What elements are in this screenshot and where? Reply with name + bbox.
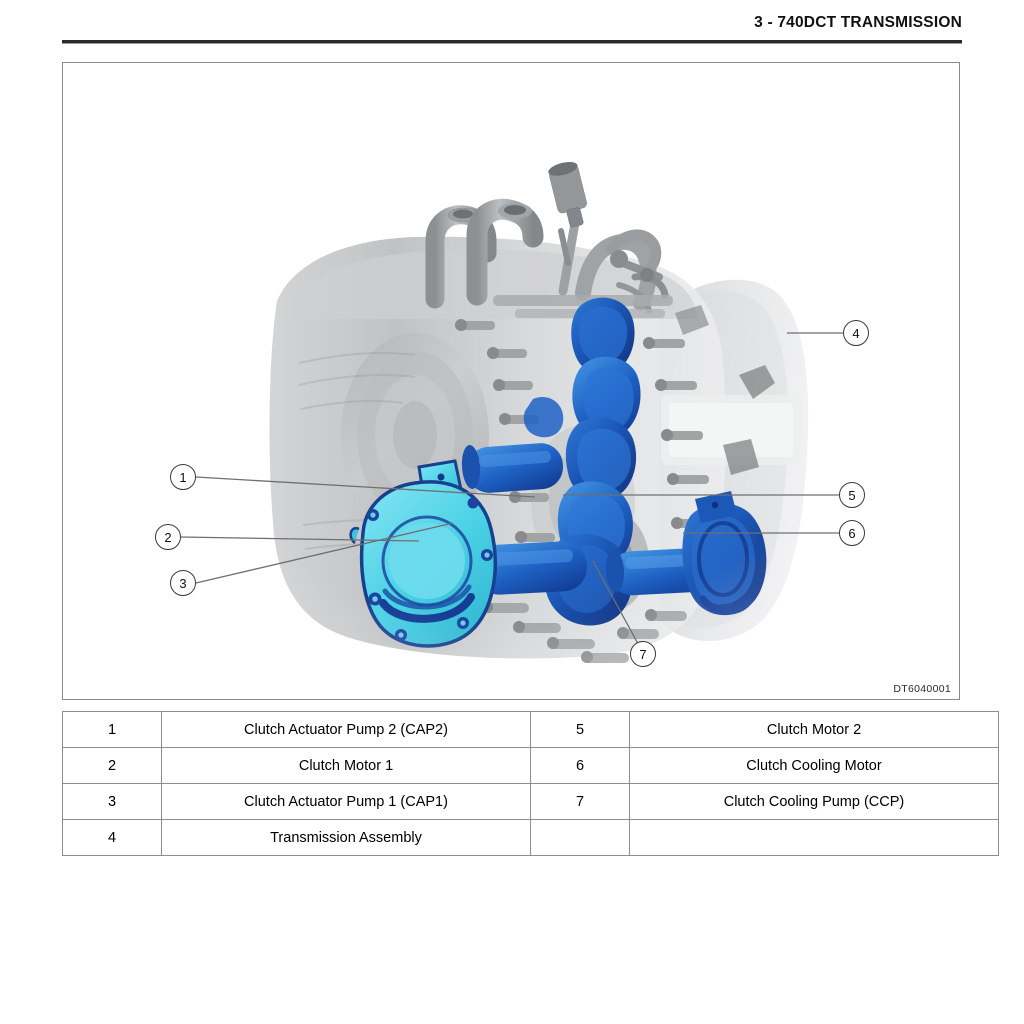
part-description-cell: Clutch Actuator Pump 1 (CAP1) xyxy=(161,783,531,820)
table-row: 3 Clutch Actuator Pump 1 (CAP1) 7 Clutch… xyxy=(62,783,999,820)
part-description-cell: Clutch Actuator Pump 2 (CAP2) xyxy=(161,711,531,748)
part-number-cell: 2 xyxy=(62,747,162,784)
part-number-cell: 6 xyxy=(530,747,630,784)
table-row: 1 Clutch Actuator Pump 2 (CAP2) 5 Clutch… xyxy=(62,711,999,748)
callout-marker-4: 4 xyxy=(843,320,869,346)
callout-marker-2: 2 xyxy=(155,524,181,550)
part-description-cell: Clutch Cooling Pump (CCP) xyxy=(629,783,999,820)
transmission-exploded-view-graphic xyxy=(63,63,959,699)
part-description-cell: Clutch Cooling Motor xyxy=(629,747,999,784)
page-title: 3 - 740DCT TRANSMISSION xyxy=(754,14,962,31)
part-description-cell: Clutch Motor 1 xyxy=(161,747,531,784)
part-description-cell: Transmission Assembly xyxy=(161,819,531,856)
figure-reference-code: DT6040001 xyxy=(893,683,951,695)
callout-marker-6: 6 xyxy=(839,520,865,546)
callout-marker-1: 1 xyxy=(170,464,196,490)
part-description-cell-empty xyxy=(629,819,999,856)
part-description-cell: Clutch Motor 2 xyxy=(629,711,999,748)
part-number-cell: 5 xyxy=(530,711,630,748)
part-number-cell: 3 xyxy=(62,783,162,820)
header-divider-rule xyxy=(62,40,962,44)
table-row: 2 Clutch Motor 1 6 Clutch Cooling Motor xyxy=(62,747,999,784)
page-header: 3 - 740DCT TRANSMISSION xyxy=(62,14,962,44)
part-number-cell: 1 xyxy=(62,711,162,748)
transmission-illustration: 1 2 3 4 5 6 7 xyxy=(63,63,959,699)
table-row: 4 Transmission Assembly xyxy=(62,819,999,856)
part-number-cell-empty xyxy=(530,819,630,856)
parts-legend-table: 1 Clutch Actuator Pump 2 (CAP2) 5 Clutch… xyxy=(62,711,999,856)
part-number-cell: 7 xyxy=(530,783,630,820)
callout-marker-5: 5 xyxy=(839,482,865,508)
callout-marker-3: 3 xyxy=(170,570,196,596)
callout-marker-7: 7 xyxy=(630,641,656,667)
callout-leader-lines xyxy=(180,332,843,654)
figure-panel: 1 2 3 4 5 6 7 DT6040001 xyxy=(62,62,960,700)
part-number-cell: 4 xyxy=(62,819,162,856)
